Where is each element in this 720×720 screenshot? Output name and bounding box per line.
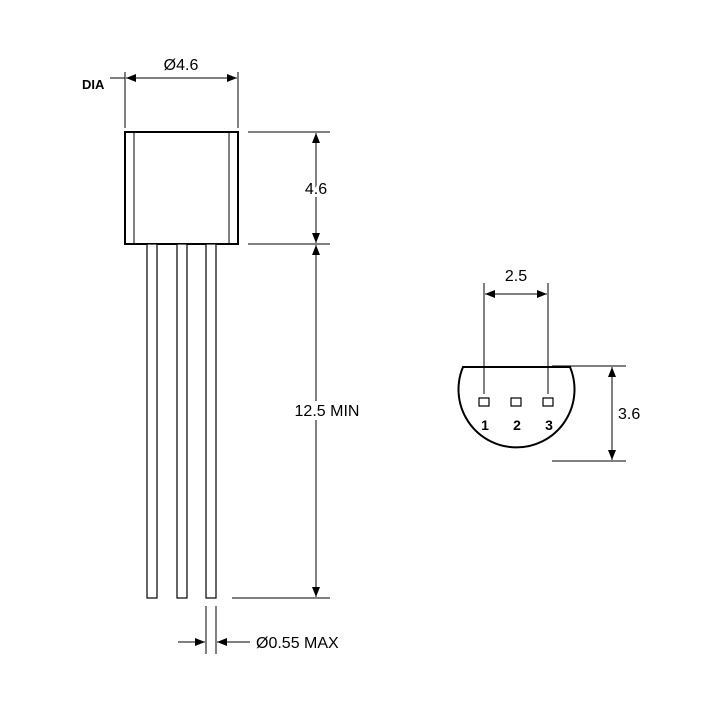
lead-diameter-dimension: Ø0.55 MAX xyxy=(178,606,339,654)
pin-number-3: 3 xyxy=(545,417,553,433)
pin-pad-1 xyxy=(478,397,490,407)
pin-pad-2 xyxy=(510,397,522,407)
lead-1 xyxy=(146,243,158,599)
pin-pitch-label: 2.5 xyxy=(505,268,527,285)
diameter-label: Ø4.6 xyxy=(164,57,199,74)
package-outline-bottom xyxy=(457,366,576,449)
flat-height-label: 3.6 xyxy=(618,406,640,423)
lead-2 xyxy=(176,243,188,599)
lead-diameter-label: Ø0.55 MAX xyxy=(256,635,339,652)
package-body xyxy=(124,131,239,245)
diameter-dimension: Ø4.6 DIA xyxy=(82,57,239,128)
body-height-label: 4.6 xyxy=(305,181,327,198)
bottom-view: 1 2 3 2.5 3.6 xyxy=(457,268,640,462)
side-view: Ø4.6 DIA 4.6 12.5 MIN Ø0.55 MAX xyxy=(82,57,363,654)
lead-3 xyxy=(205,243,217,599)
pin-pitch-dimension: 2.5 xyxy=(483,268,549,394)
body-height-dimension: 4.6 xyxy=(302,133,330,243)
pin-number-1: 1 xyxy=(481,417,489,433)
dia-tag: DIA xyxy=(82,77,105,92)
pin-pad-3 xyxy=(542,397,554,407)
lead-length-label: 12.5 MIN xyxy=(295,403,360,420)
flat-height-dimension: 3.6 xyxy=(552,365,640,462)
lead-length-dimension: 12.5 MIN xyxy=(291,245,363,597)
pin-number-2: 2 xyxy=(513,417,521,433)
